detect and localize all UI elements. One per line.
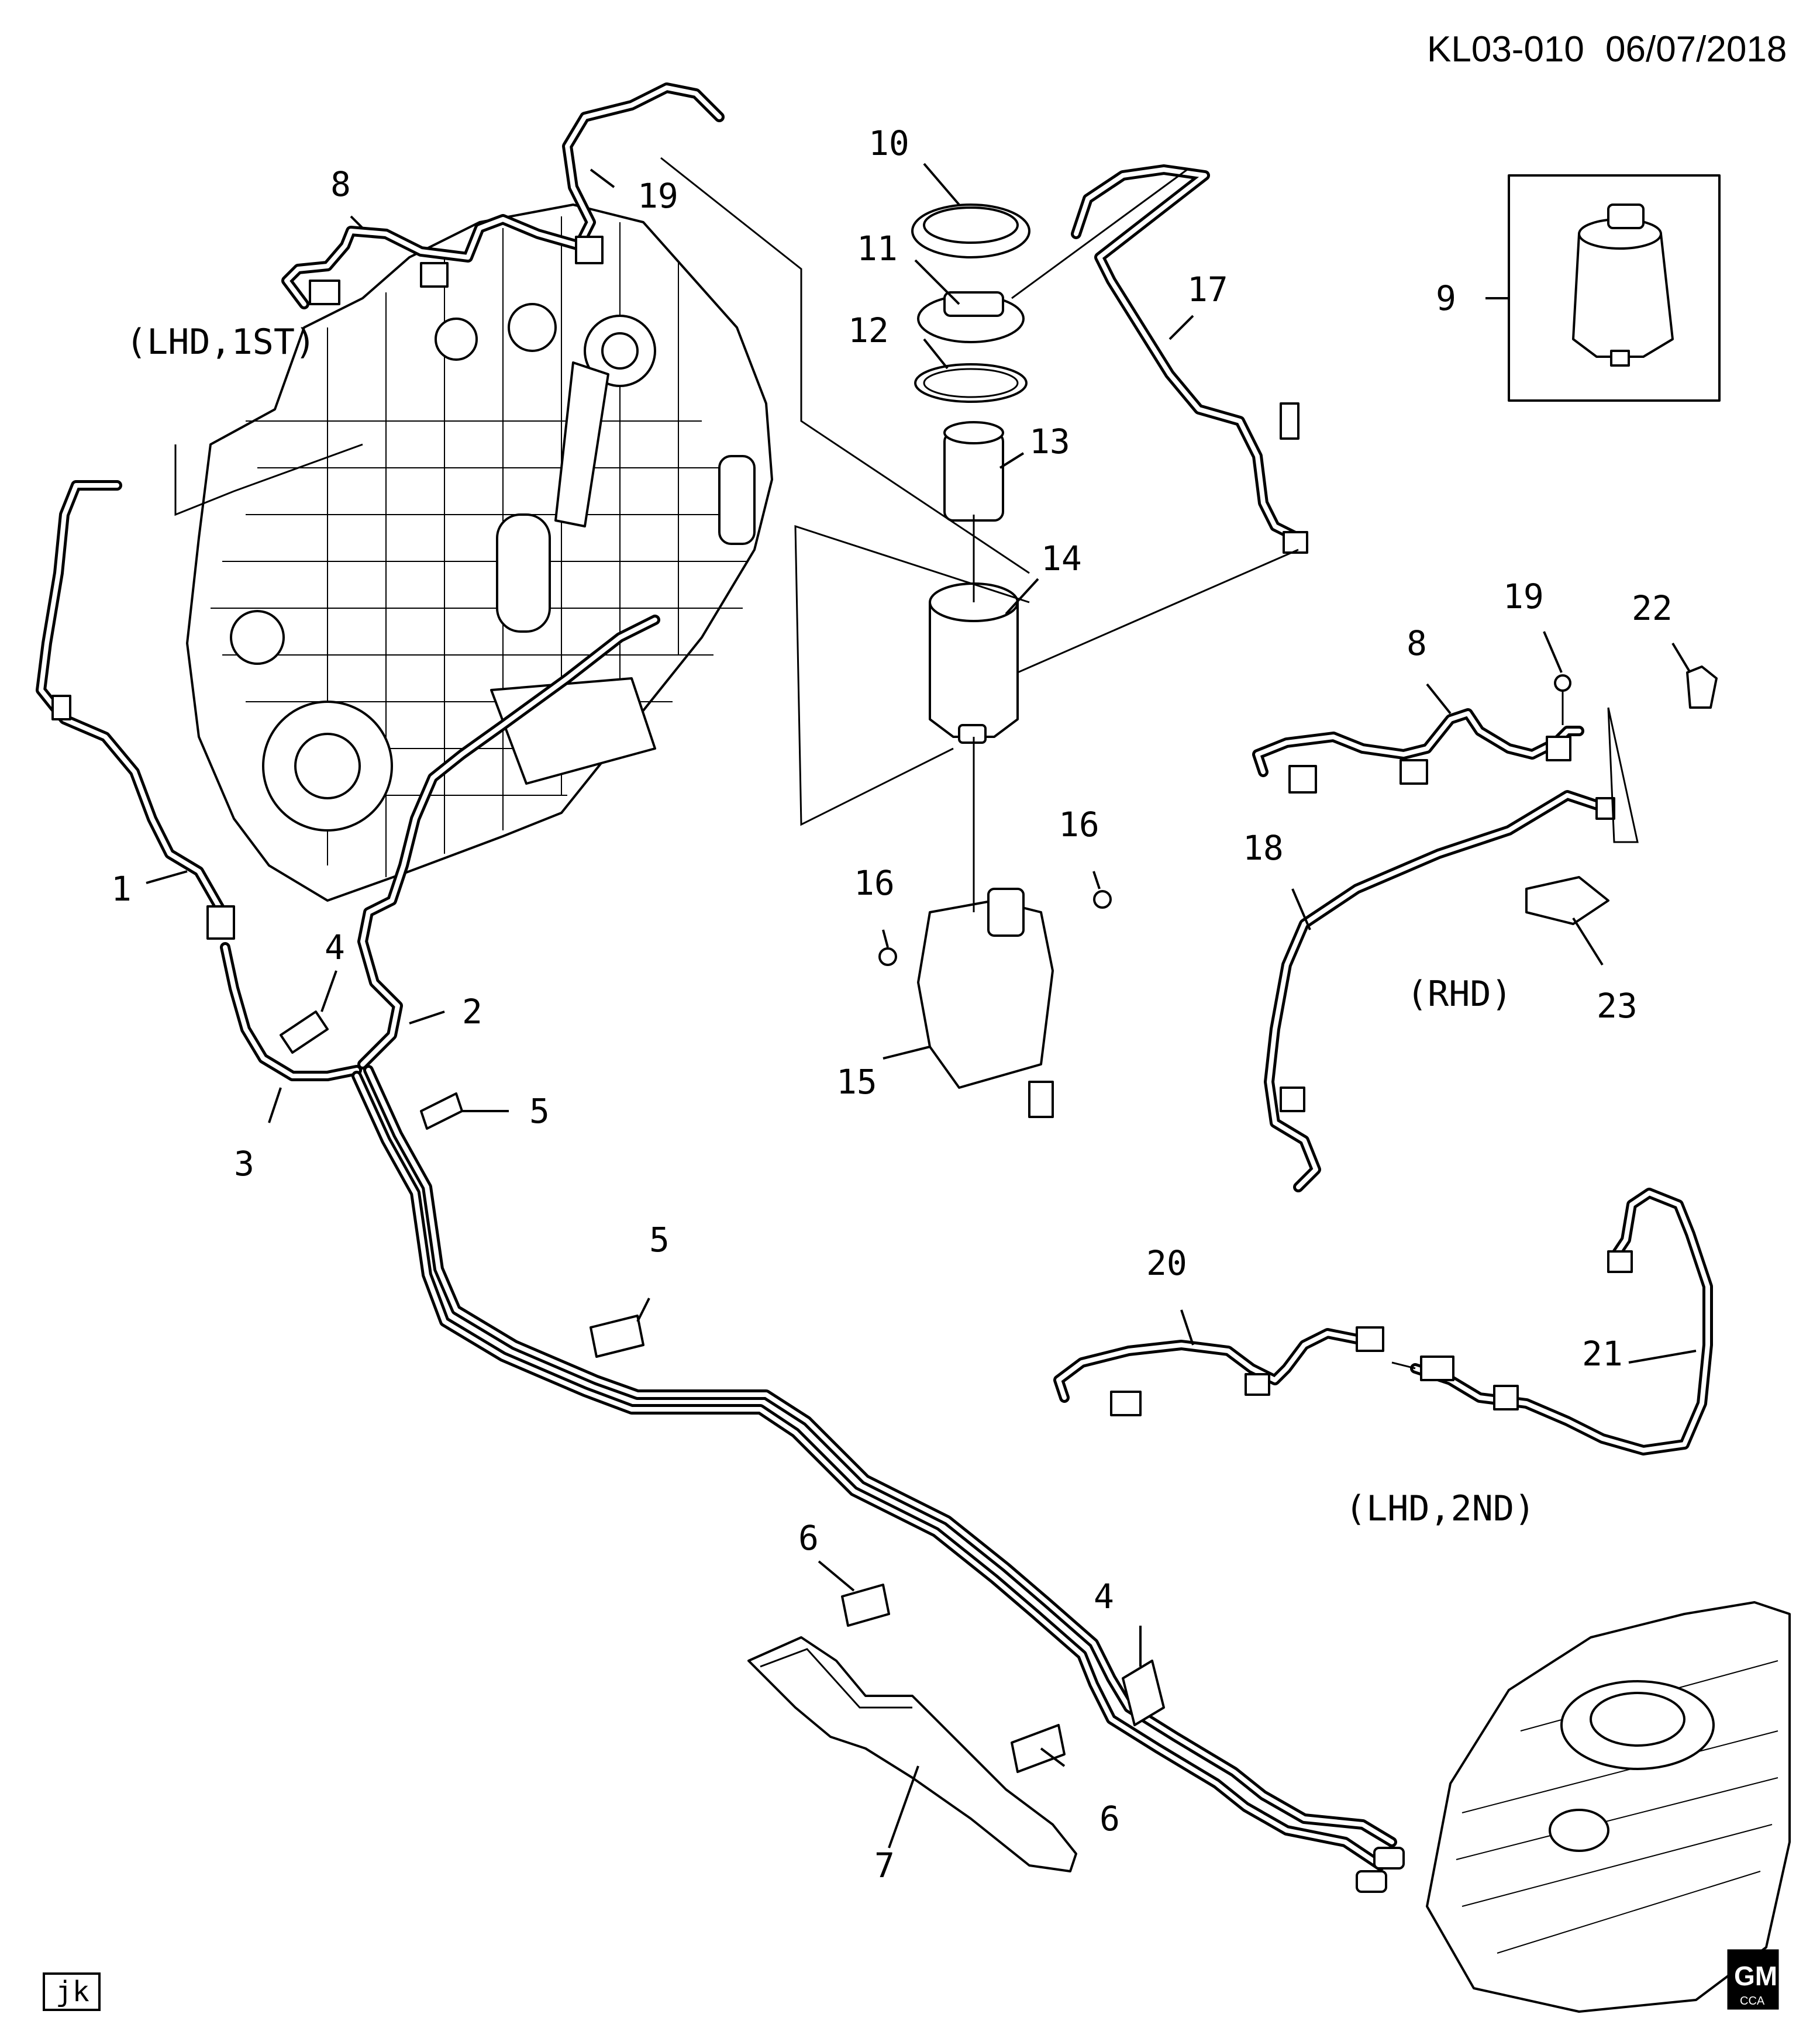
callout-5-lower: 5	[649, 1220, 670, 1260]
grommet-16-right	[1093, 890, 1112, 909]
callout-2: 2	[462, 992, 482, 1032]
gm-logo: GM CCA	[1727, 1949, 1779, 2010]
callout-9: 9	[1436, 278, 1456, 318]
diagram-code: KL03-010	[1427, 29, 1584, 70]
callout-15: 15	[836, 1062, 877, 1102]
main-fuel-lines	[351, 1065, 1397, 1871]
callout-19-rhd: 19	[1503, 577, 1544, 616]
note-rhd: (RHD)	[1407, 974, 1512, 1015]
pipe-8-rhd	[1252, 708, 1584, 794]
filter-element-13	[943, 421, 1004, 522]
fitting-22	[1686, 665, 1718, 709]
filter-housing-14	[929, 582, 1019, 744]
engine-assembly	[186, 204, 773, 902]
pipe-20	[1053, 1326, 1384, 1416]
o-ring-12	[914, 363, 1028, 403]
bolt-19-rhd	[1554, 674, 1571, 725]
callout-16-right: 16	[1059, 805, 1099, 844]
note-lhd-1st: (LHD,1ST)	[126, 322, 316, 363]
callout-6-lower: 6	[1099, 1799, 1120, 1839]
callout-8-upper: 8	[330, 164, 351, 204]
callout-5-upper: 5	[529, 1091, 550, 1131]
callout-10: 10	[868, 123, 909, 163]
bracket-15	[917, 888, 1054, 1118]
shield-7	[747, 1636, 1077, 1872]
pipe-17	[1071, 164, 1308, 554]
callout-1: 1	[111, 869, 132, 909]
callout-4-lower: 4	[1094, 1577, 1114, 1616]
grommet-16-left	[878, 947, 897, 966]
callout-3: 3	[234, 1144, 254, 1184]
note-lhd-2nd: (LHD,2ND)	[1345, 1488, 1535, 1529]
callout-21: 21	[1582, 1334, 1623, 1374]
ring-10	[911, 204, 1030, 258]
clip-4-lower	[1122, 1660, 1165, 1726]
callout-19-upper: 19	[637, 176, 678, 216]
callout-23: 23	[1597, 986, 1638, 1026]
gm-logo-text: GM	[1734, 1961, 1777, 1991]
connector-lines	[174, 157, 1416, 1370]
callout-22: 22	[1632, 588, 1673, 628]
callout-11: 11	[857, 229, 898, 268]
callout-7: 7	[874, 1846, 895, 1885]
clip-4-upper	[280, 1010, 329, 1054]
callout-14: 14	[1041, 539, 1082, 578]
rhd-leader-box	[1607, 707, 1639, 843]
gm-logo-subtext: CCA	[1740, 1995, 1765, 2008]
pipe-2	[357, 615, 660, 1070]
label-23	[1525, 876, 1609, 925]
clip-5-lower	[590, 1315, 644, 1358]
callout-8-rhd: 8	[1407, 623, 1427, 663]
pipe-3	[220, 942, 362, 1081]
callout-12: 12	[848, 311, 889, 350]
cap-11	[917, 291, 1025, 343]
leader-lines	[146, 163, 1697, 1848]
callout-6-upper: 6	[798, 1518, 819, 1558]
callout-17: 17	[1187, 270, 1228, 309]
callout-13: 13	[1029, 422, 1070, 461]
callout-4-upper: 4	[325, 927, 345, 967]
clip-5-upper	[420, 1092, 463, 1130]
pipe-8-upper	[281, 82, 725, 309]
initials-text: jk	[56, 1975, 89, 2008]
pipe-18	[1264, 790, 1615, 1192]
callout-18: 18	[1243, 828, 1284, 868]
callout-20: 20	[1146, 1243, 1187, 1283]
callout-16-left: 16	[854, 863, 895, 903]
initials-box: jk	[43, 1972, 101, 2011]
fuel-filter-assembly-9	[1508, 174, 1721, 402]
pipe-1	[36, 480, 235, 940]
clip-6-upper	[841, 1584, 890, 1627]
clip-6-lower	[1011, 1724, 1066, 1773]
fuel-tank	[1356, 1601, 1791, 2013]
pipe-21	[1410, 1188, 1713, 1456]
diagram-date: 06/07/2018	[1605, 29, 1787, 70]
